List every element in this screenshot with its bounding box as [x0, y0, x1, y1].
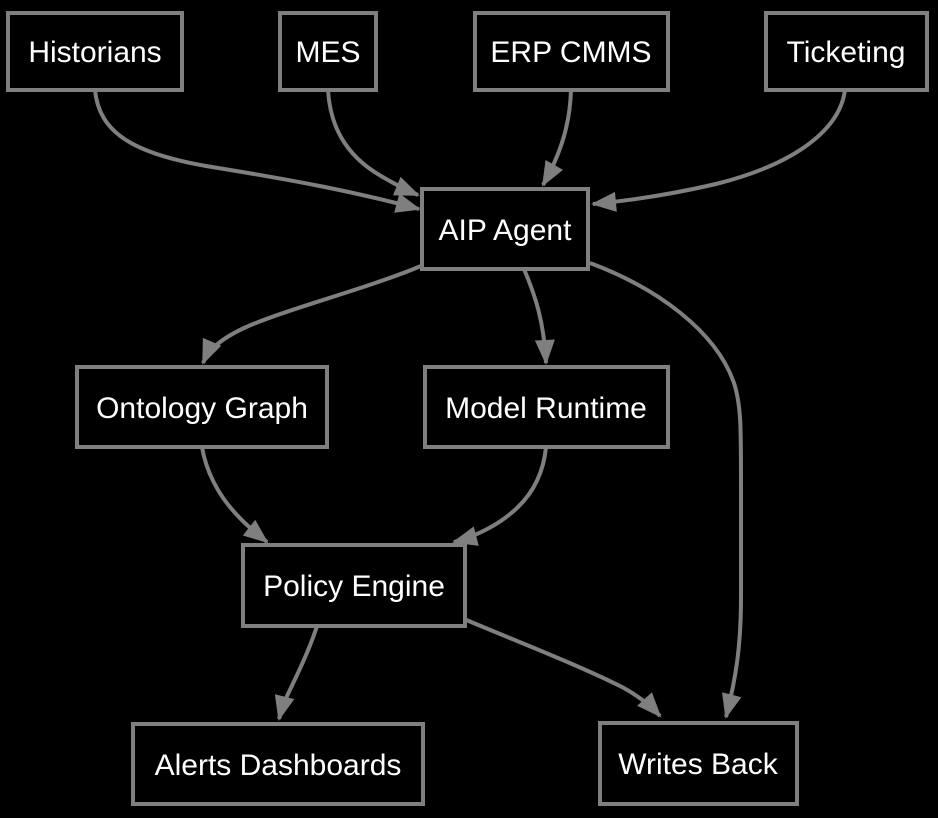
node-label: ERP CMMS [490, 36, 651, 69]
node-label: Historians [28, 36, 161, 69]
node-box [241, 543, 467, 628]
node-box [131, 722, 425, 806]
node-box [473, 11, 670, 92]
node-box [764, 11, 929, 92]
node-box [6, 11, 184, 92]
node-writes-back: Writes Back [598, 721, 799, 806]
node-label: Model Runtime [445, 392, 647, 425]
node-ontology-graph: Ontology Graph [75, 365, 329, 449]
node-box [278, 11, 378, 92]
node-historians: Historians [6, 11, 184, 92]
node-model-runtime: Model Runtime [423, 365, 670, 449]
node-erp-cmms: ERP CMMS [473, 11, 670, 92]
edges-layer [93, 89, 847, 721]
edge-historians-to-aip-agent [93, 89, 421, 213]
node-box [598, 721, 799, 806]
edge-policy-engine-to-writes-back [463, 617, 662, 718]
node-box [75, 365, 329, 449]
edge-ticketing-to-aip-agent [591, 89, 847, 212]
edge-model-runtime-to-policy-engine [452, 446, 548, 546]
node-mes: MES [278, 11, 378, 92]
node-box [423, 365, 670, 449]
edge-policy-engine-to-alerts-dashboards [274, 625, 319, 721]
node-box [420, 187, 590, 271]
edge-aip-agent-to-ontology-graph [201, 264, 422, 365]
node-label: Alerts Dashboards [155, 749, 402, 782]
node-policy-engine: Policy Engine [241, 543, 467, 628]
node-label: Ticketing [787, 36, 906, 69]
node-aip-agent: AIP Agent [420, 187, 590, 271]
node-ticketing: Ticketing [764, 11, 929, 92]
node-label: Writes Back [618, 748, 778, 781]
node-label: Policy Engine [263, 570, 445, 603]
edge-aip-agent-to-model-runtime [522, 268, 555, 365]
node-alerts-dashboards: Alerts Dashboards [131, 722, 425, 806]
node-label: AIP Agent [439, 214, 573, 247]
nodes-layer: Historians MES ERP CMMS Ticketing AIP Ag… [6, 11, 929, 806]
edge-ontology-graph-to-policy-engine [200, 446, 269, 544]
node-label: MES [295, 36, 360, 69]
node-label: Ontology Graph [96, 392, 308, 425]
edge-aip-agent-to-writes-back [589, 261, 743, 719]
edge-erp-cmms-to-aip-agent [541, 89, 573, 187]
edge-mes-to-aip-agent [326, 89, 420, 197]
